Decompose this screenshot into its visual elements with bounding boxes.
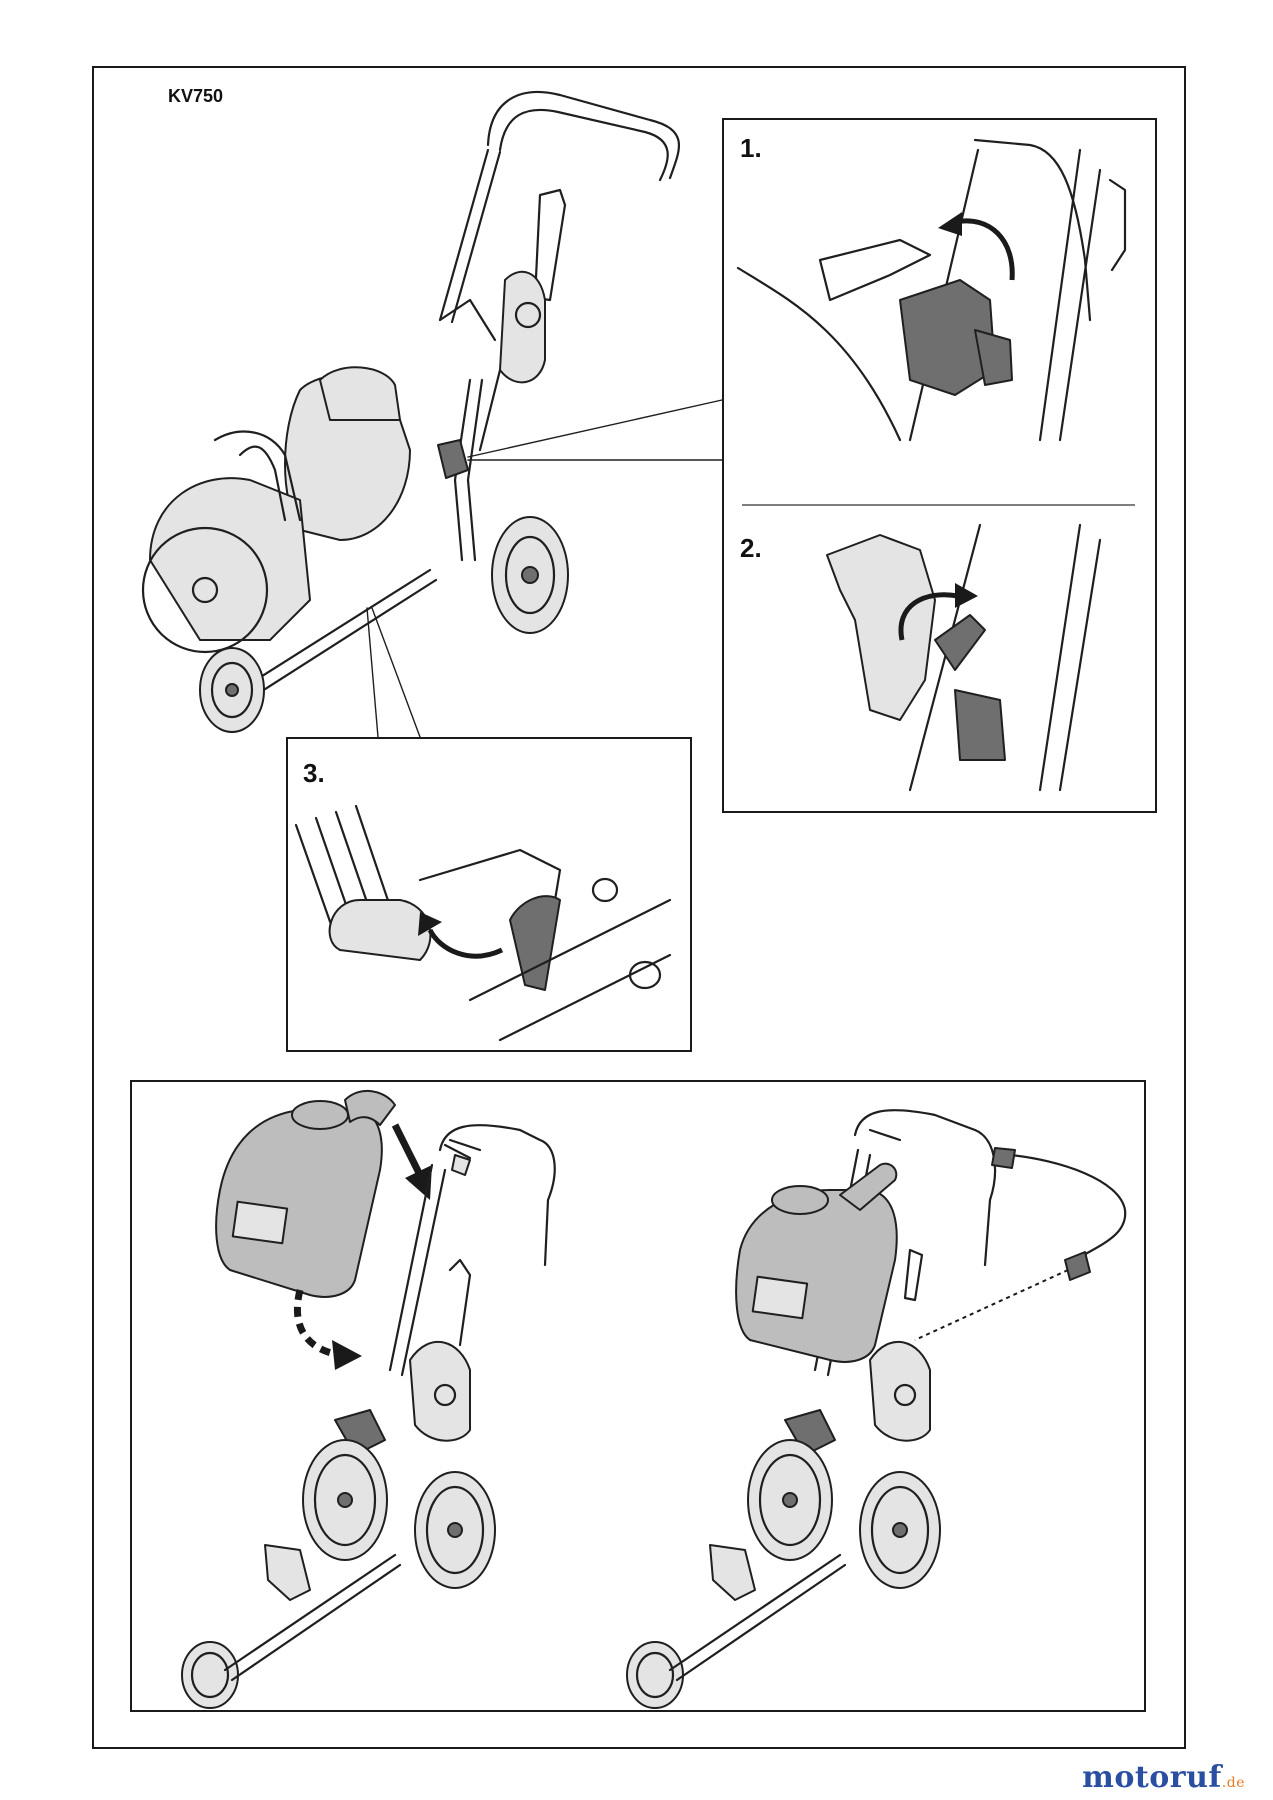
- step-3-illustration: [294, 804, 672, 1042]
- assembly-left-illustration: [181, 1089, 556, 1709]
- brand-logo: motoruf.de: [1082, 1760, 1245, 1795]
- step-3-rotate-arrow: [427, 928, 504, 959]
- step-1-label: 1.: [740, 133, 762, 163]
- model-label: KV750: [168, 86, 224, 106]
- page-frame: [92, 66, 1186, 1749]
- brand-suffix: .de: [1221, 1775, 1245, 1791]
- step-2-label: 2.: [740, 533, 762, 563]
- step-3-label: 3.: [303, 758, 325, 788]
- leader-lines: [366, 399, 723, 738]
- step-2-rotate-arrow: [898, 592, 959, 641]
- brand-name: motoruf: [1082, 1760, 1222, 1795]
- assembly-right-illustration: [626, 1109, 1127, 1709]
- assembly-panel: [130, 1080, 1146, 1712]
- step-1-illustration: [736, 138, 1127, 442]
- step-1-panel: [722, 118, 1157, 813]
- step-2-illustration: [826, 523, 1102, 792]
- step-3-panel: [286, 737, 692, 1052]
- main-cutter-illustration: [141, 90, 680, 733]
- step-1-rotate-arrow: [954, 218, 1015, 281]
- mount-down-arrow: [391, 1123, 424, 1177]
